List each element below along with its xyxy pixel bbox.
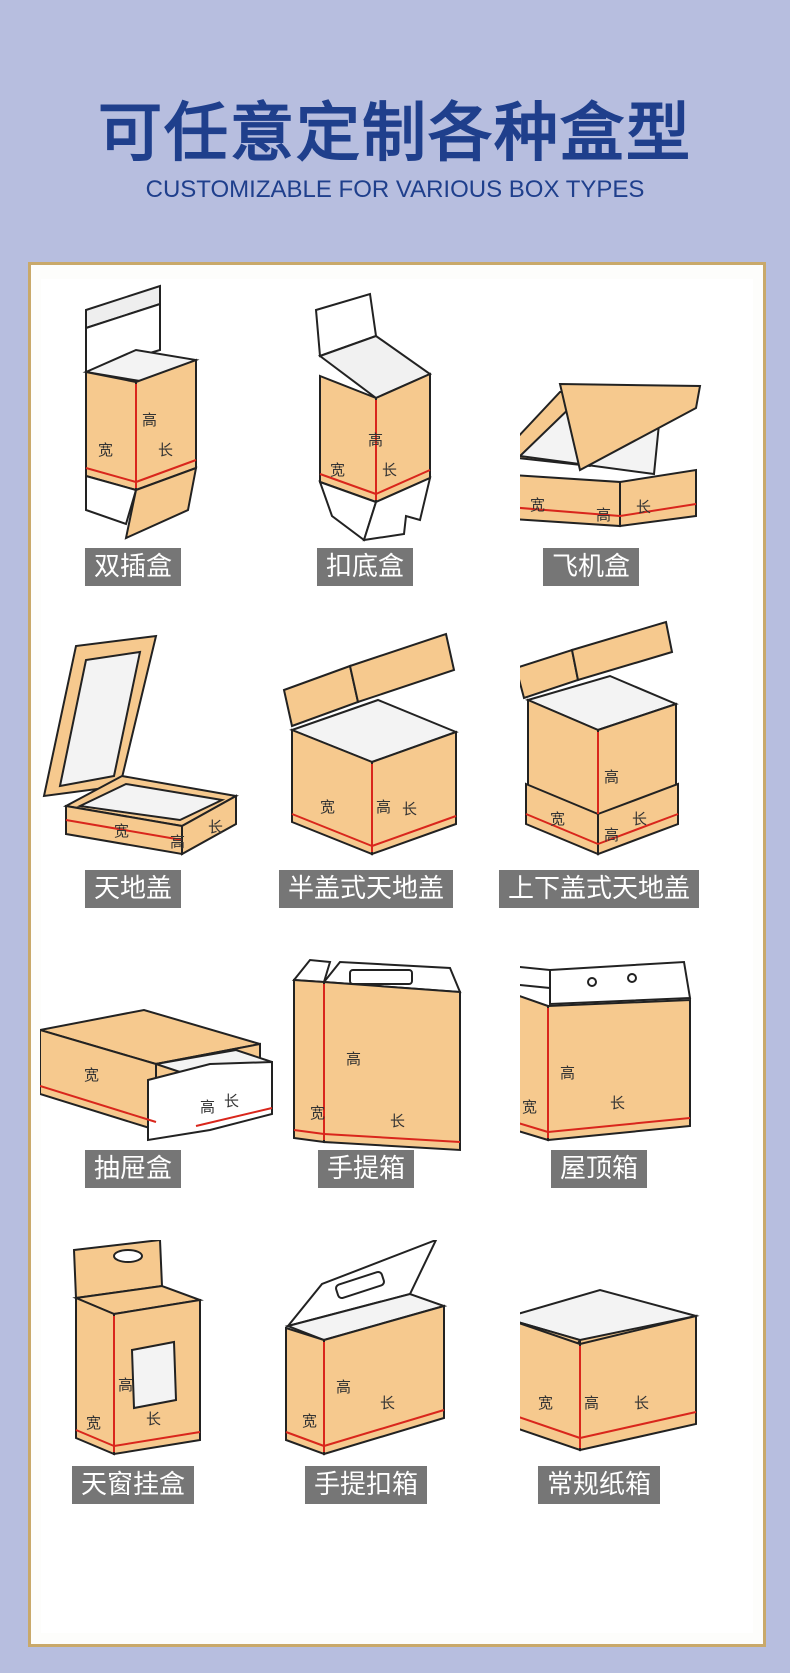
roof-hole-left — [587, 977, 597, 987]
box-label-lid-base: 天地盖 — [84, 870, 182, 908]
dim-height-text: 高 — [596, 506, 611, 524]
dim-length-text: 长 — [380, 1394, 395, 1412]
dim-height-text: 高 — [142, 411, 157, 429]
box-card-window-hanger: 高 宽 长 天窗挂盒 — [40, 1240, 280, 1570]
window-hanger-box-illustration: 高 宽 长 — [72, 1240, 204, 1456]
page-title: 可任意定制各种盒型 — [98, 97, 692, 171]
dim-length-text: 长 — [610, 1094, 625, 1112]
dim-height-text: 高 — [604, 826, 619, 844]
box-card-handle-lock: 高 宽 长 手提扣箱 — [280, 1240, 520, 1570]
box-card-top-bottom-lid: 高 宽 高 长 上下盖式天地盖 — [498, 600, 760, 930]
box-card-regular-carton: 宽 高 长 常规纸箱 — [520, 1240, 760, 1570]
box-card-drawer: 宽 高 长 抽屉盒 — [40, 940, 280, 1270]
dim-length-text: 长 — [208, 818, 223, 836]
box-label-handle-lock: 手提扣箱 — [304, 1466, 428, 1504]
box-label-mailer: 飞机盒 — [542, 548, 640, 586]
box-label-regular-carton: 常规纸箱 — [537, 1466, 661, 1504]
double-tuck-box-illustration: 高 宽 长 — [82, 284, 200, 540]
dim-width-text: 宽 — [310, 1104, 325, 1122]
drawer-box-illustration: 宽 高 长 — [40, 1008, 273, 1142]
dim-width-text: 宽 — [320, 798, 335, 816]
box-label-window-hanger: 天窗挂盒 — [71, 1466, 195, 1504]
dim-length-text: 长 — [146, 1410, 161, 1428]
dim-width-text: 宽 — [538, 1394, 553, 1412]
box-label-double-tuck: 双插盒 — [84, 548, 182, 586]
dim-length-text: 长 — [634, 1394, 649, 1412]
hang-hole — [113, 1249, 143, 1263]
box-card-lock-bottom: 高 宽 长 扣底盒 — [280, 280, 520, 610]
box-label-lock-bottom: 扣底盒 — [316, 548, 414, 586]
dim-width-text: 宽 — [530, 496, 545, 514]
dim-height-text: 高 — [368, 431, 383, 449]
dim-length-text: 长 — [632, 810, 647, 828]
dim-width-text: 宽 — [550, 810, 565, 828]
roof-hole-right — [627, 973, 637, 983]
dim-height-text: 高 — [584, 1394, 599, 1412]
box-card-double-tuck: 高 宽 长 双插盒 — [40, 280, 280, 610]
dim-width-text: 宽 — [84, 1066, 99, 1084]
roof-box-illustration: 高 宽 长 — [520, 960, 692, 1142]
dim-height-text: 高 — [346, 1050, 361, 1068]
box-label-half-lid: 半盖式天地盖 — [278, 870, 454, 908]
dim-length-text: 长 — [402, 800, 417, 818]
dim-width-text: 宽 — [86, 1414, 101, 1432]
box-label-drawer: 抽屉盒 — [84, 1150, 182, 1188]
box-label-roof-box: 屋顶箱 — [550, 1150, 648, 1188]
handle-box-illustration: 高 宽 长 — [292, 958, 462, 1152]
dim-length-text: 长 — [390, 1112, 405, 1130]
dim-height-text: 高 — [376, 798, 391, 816]
window-cutout — [130, 1340, 178, 1410]
box-label-top-bottom-lid: 上下盖式天地盖 — [498, 870, 700, 908]
dim-height-text: 高 — [118, 1376, 133, 1394]
box-card-half-lid: 宽 高 长 半盖式天地盖 — [278, 600, 520, 930]
page-subtitle: CUSTOMIZABLE FOR VARIOUS BOX TYPES — [145, 176, 645, 203]
box-label-handle-box: 手提箱 — [317, 1150, 415, 1188]
handle-slot — [349, 969, 413, 985]
half-lid-box-illustration: 宽 高 长 — [282, 632, 459, 856]
box-card-mailer: 宽 高 长 飞机盒 — [520, 280, 760, 610]
dim-width-text: 宽 — [330, 461, 345, 479]
dim-length-text: 长 — [224, 1092, 239, 1110]
box-card-roof-box: 高 宽 长 屋顶箱 — [520, 940, 760, 1270]
dim-width-text: 宽 — [98, 441, 113, 459]
dim-height-text: 高 — [604, 768, 619, 786]
box-card-lid-base: 宽 高 长 天地盖 — [40, 600, 280, 930]
top-bottom-lid-box-illustration: 高 宽 高 长 — [520, 620, 679, 856]
dim-height-text: 高 — [336, 1378, 351, 1396]
dim-width-text: 宽 — [302, 1412, 317, 1430]
dim-width-text: 宽 — [114, 822, 129, 840]
dim-length-text: 长 — [158, 441, 173, 459]
dim-length-text: 长 — [636, 498, 651, 516]
mailer-box-illustration: 宽 高 长 — [520, 382, 702, 528]
dim-height-text: 高 — [200, 1098, 215, 1116]
lid-base-box-illustration: 宽 高 长 — [42, 634, 239, 856]
lock-bottom-box-illustration: 高 宽 长 — [314, 292, 433, 542]
dim-height-text: 高 — [560, 1064, 575, 1082]
dim-width-text: 宽 — [522, 1098, 537, 1116]
dim-height-text: 高 — [170, 833, 185, 851]
dim-length-text: 长 — [382, 461, 397, 479]
box-card-handle-box: 高 宽 长 手提箱 — [280, 940, 520, 1270]
handle-lock-box-illustration: 高 宽 长 — [284, 1240, 448, 1456]
regular-carton-illustration: 宽 高 长 — [520, 1288, 700, 1452]
handle-slot — [335, 1270, 385, 1300]
